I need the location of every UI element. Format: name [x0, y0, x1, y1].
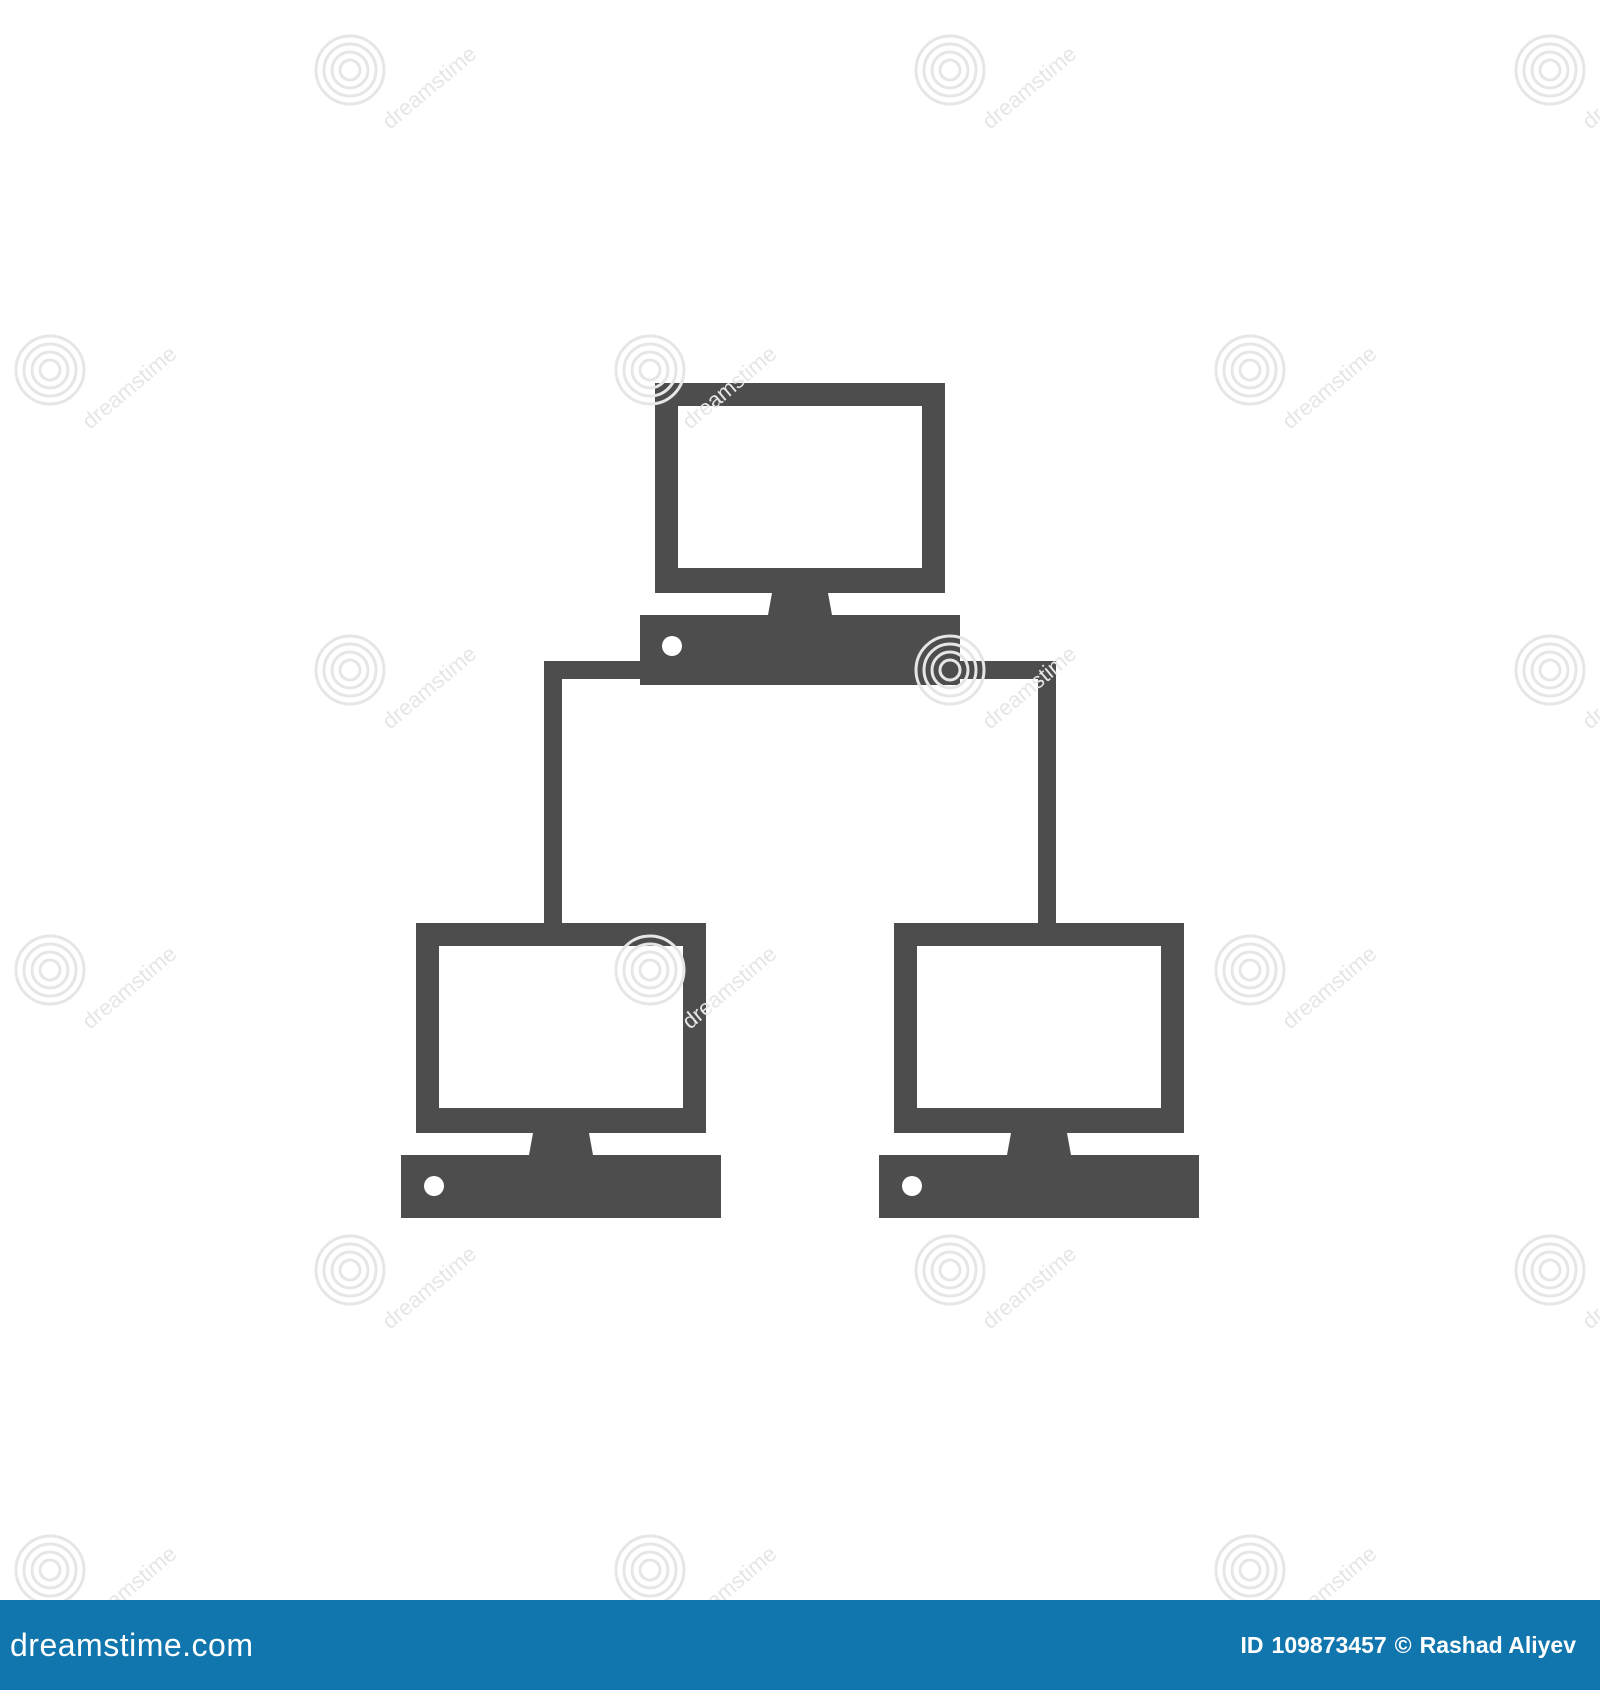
author-name: Rashad Aliyev: [1419, 1631, 1576, 1658]
left-power-led: [424, 1176, 444, 1196]
connector-left-line: [544, 661, 655, 925]
copyright-symbol: ©: [1394, 1631, 1412, 1658]
right-screen: [917, 946, 1161, 1108]
left-case: [401, 1155, 721, 1218]
footer-brand-logo: dreamstime.com: [10, 1627, 254, 1664]
top-stand: [768, 593, 832, 615]
brand-text: dreamstime.com: [10, 1626, 254, 1663]
right-case: [879, 1155, 1199, 1218]
top-screen: [678, 406, 922, 568]
image-id-label: ID: [1240, 1631, 1264, 1658]
footer-bar: dreamstime.com ID 109873457 © Rashad Ali…: [0, 1600, 1600, 1690]
left-screen: [439, 946, 683, 1108]
top-computer-icon: [640, 383, 960, 685]
right-stand: [1007, 1133, 1071, 1155]
footer-credit: ID 109873457 © Rashad Aliyev: [1241, 1632, 1576, 1659]
right-computer-icon: [879, 923, 1199, 1218]
connector-right-line: [945, 661, 1056, 925]
top-case: [640, 615, 960, 685]
image-canvas: [401, 383, 1199, 1218]
left-computer-icon: [401, 923, 721, 1218]
left-stand: [529, 1133, 593, 1155]
network-diagram: [401, 383, 1199, 1218]
image-id-value: 109873457: [1271, 1631, 1387, 1658]
right-power-led: [902, 1176, 922, 1196]
top-power-led: [662, 636, 682, 656]
